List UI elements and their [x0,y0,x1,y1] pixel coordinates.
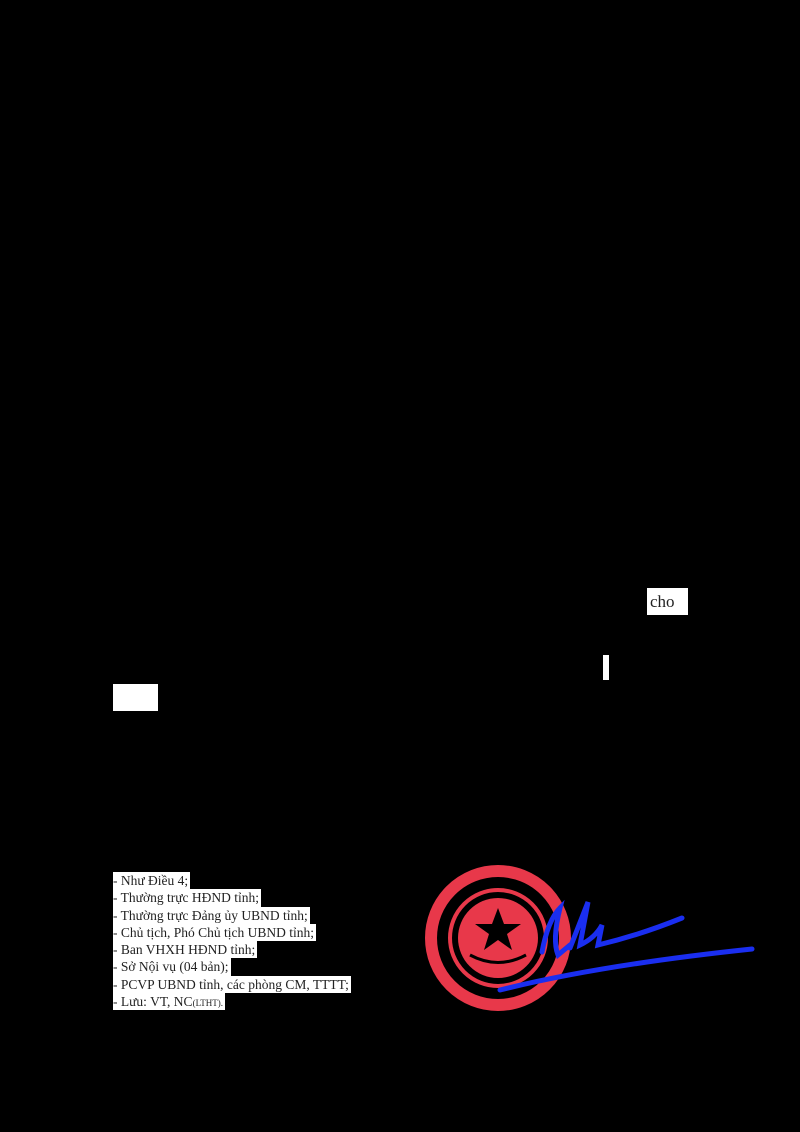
recipient-item: - Thường trực HĐND tỉnh; [113,889,262,907]
recipient-item: - Như Điều 4; [113,872,191,890]
recipient-item: - Thường trực Đảng ủy UBND tỉnh; [113,906,310,924]
official-seal-icon [425,865,571,1011]
recipient-item: - Lưu: VT, NC(LTHT). [113,993,225,1011]
text-fragment-cho: cho [647,588,688,615]
blank-patch [113,684,158,711]
recipient-item: - Ban VHXH HĐND tỉnh; [113,941,258,959]
recipient-text: - Lưu: VT, NC [113,994,193,1010]
seal-and-signature [425,865,755,1011]
recipient-text: - Thường trực Đảng ủy UBND tỉnh; [113,907,308,923]
recipient-item: - Chủ tịch, Phó Chủ tịch UBND tỉnh; [113,923,317,942]
recipient-list: - Như Điều 4; - Thường trực HĐND tỉnh; -… [113,872,351,1011]
recipient-text: - Sở Nội vụ (04 bản); [113,959,229,975]
recipient-text: - Ban VHXH HĐND tỉnh; [113,942,256,958]
recipient-text: - Thường trực HĐND tỉnh; [113,890,260,906]
recipient-text: - Như Điều 4; [113,873,189,888]
text-fragment-mark [603,655,609,680]
signature-icon [497,899,755,993]
recipient-suffix: (LTHT). [192,998,223,1009]
recipient-text: - Chủ tịch, Phó Chủ tịch UBND tỉnh; [113,924,315,940]
recipient-text: - PCVP UBND tỉnh, các phòng CM, TTTT; [113,976,349,992]
recipient-item: - PCVP UBND tỉnh, các phòng CM, TTTT; [113,975,351,994]
recipient-item: - Sở Nội vụ (04 bản); [113,958,231,976]
